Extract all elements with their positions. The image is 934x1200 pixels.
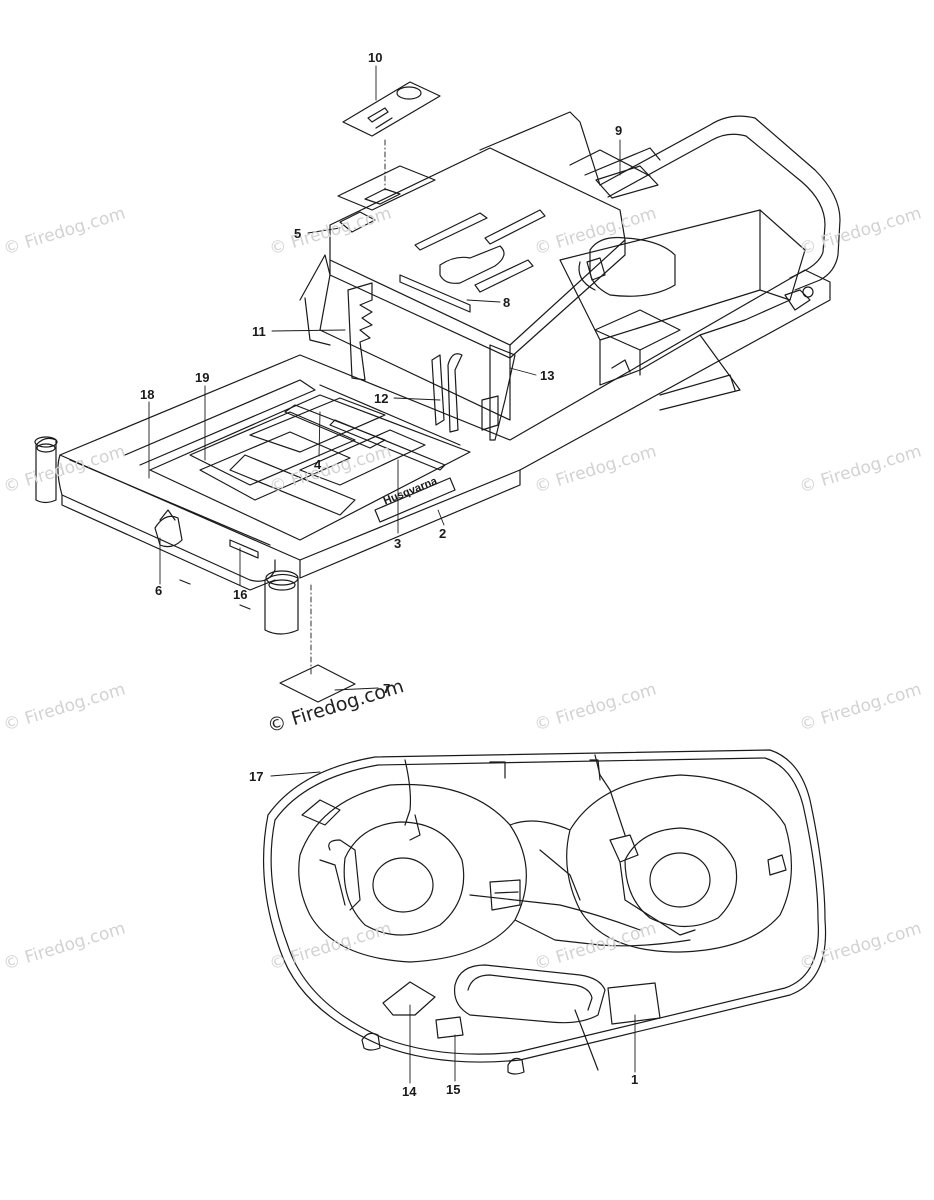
callout-5: 5 (294, 226, 302, 241)
callout-4: 4 (314, 457, 322, 472)
callout-8: 8 (503, 295, 511, 310)
callout-2: 2 (439, 526, 447, 541)
decal-10-exploded (342, 81, 441, 137)
callout-12: 12 (374, 391, 389, 406)
callout-11: 11 (252, 324, 266, 339)
callout-7: 7 (383, 681, 391, 696)
callout-14: 14 (402, 1084, 417, 1099)
callout-10: 10 (368, 50, 383, 65)
callout-6: 6 (155, 583, 163, 598)
cutting-deck (262, 749, 827, 1075)
callout-15: 15 (446, 1082, 461, 1097)
callout-19: 19 (195, 370, 210, 385)
callout-16: 16 (233, 587, 248, 602)
callout-13: 13 (540, 368, 555, 383)
decal-7-exploded (279, 664, 356, 703)
leader-lines (148, 65, 636, 1084)
callout-17: 17 (249, 769, 264, 784)
callout-3: 3 (394, 536, 402, 551)
callout-9: 9 (615, 123, 623, 138)
callout-18: 18 (140, 387, 155, 402)
callout-1: 1 (631, 1072, 639, 1087)
chassis-frame (34, 111, 841, 635)
